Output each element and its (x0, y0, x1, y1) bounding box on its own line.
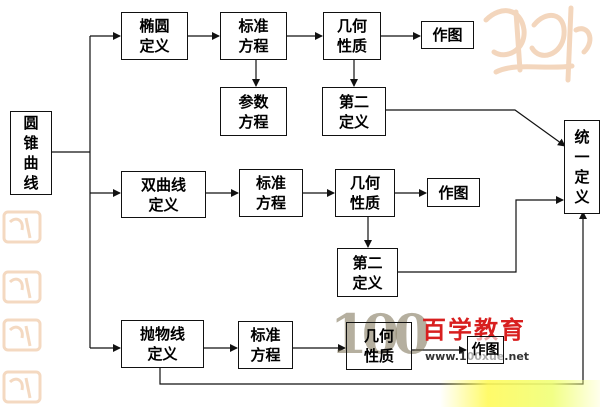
node-ellipse-parametric-equation: 参数 方程 (220, 87, 287, 136)
node-ellipse-geometric-properties: 几何 性质 (323, 12, 381, 60)
node-parabola-standard-equation: 标准 方程 (238, 321, 293, 369)
node-hyperbola-definition-label: 双曲线 定义 (140, 175, 186, 214)
node-ellipse-draw: 作图 (421, 21, 474, 49)
node-ellipse-standard-equation: 标准 方程 (220, 12, 287, 60)
node-ellipse-definition-label: 椭圆 定义 (139, 17, 170, 55)
node-hyperbola-second-definition: 第二 定义 (337, 248, 398, 297)
node-hyperbola-geometric-properties: 几何 性质 (335, 169, 395, 217)
node-hyperbola-second-definition-label: 第二 定义 (352, 253, 383, 292)
node-hyperbola-definition: 双曲线 定义 (121, 171, 206, 218)
node-conic-sections-label: 圆 锥 曲 线 (23, 114, 39, 192)
seal-watermark-1 (2, 210, 42, 244)
highlight-strip (440, 380, 600, 407)
node-hyperbola-standard-equation-label: 标准 方程 (255, 174, 286, 212)
node-hyperbola-draw-label: 作图 (438, 183, 469, 202)
node-unified-definition-label: 统 一 定 义 (574, 128, 590, 206)
node-parabola-geometric-properties-label: 几何 性质 (363, 327, 394, 365)
node-ellipse-standard-equation-label: 标准 方程 (238, 17, 269, 55)
seal-watermark-large (483, 5, 593, 83)
edge-ellipse-second-unified (386, 109, 566, 147)
node-conic-sections: 圆 锥 曲 线 (10, 111, 52, 195)
edge-hyper-second-unified (398, 196, 564, 273)
node-ellipse-parametric-equation-label: 参数 方程 (238, 92, 269, 131)
seal-watermark-3 (2, 318, 42, 352)
node-parabola-draw-label: 作图 (471, 342, 500, 358)
node-parabola-geometric-properties: 几何 性质 (346, 322, 412, 370)
node-parabola-definition-label: 抛物线 定义 (139, 325, 185, 363)
node-parabola-standard-equation-label: 标准 方程 (250, 326, 281, 364)
node-ellipse-draw-label: 作图 (432, 26, 463, 44)
node-hyperbola-geometric-properties-label: 几何 性质 (349, 174, 380, 212)
node-hyperbola-standard-equation: 标准 方程 (239, 169, 303, 217)
seal-watermark-4 (2, 370, 42, 404)
node-ellipse-second-definition: 第二 定义 (322, 87, 386, 136)
seal-watermark-2 (2, 270, 42, 304)
node-parabola-definition: 抛物线 定义 (121, 320, 204, 368)
node-parabola-draw: 作图 (467, 336, 504, 364)
node-ellipse-second-definition-label: 第二 定义 (338, 92, 369, 131)
node-ellipse-geometric-properties-label: 几何 性质 (336, 17, 367, 55)
node-unified-definition: 统 一 定 义 (564, 120, 600, 214)
node-ellipse-definition: 椭圆 定义 (121, 12, 188, 60)
edge-para-unified (159, 211, 587, 385)
node-hyperbola-draw: 作图 (427, 178, 480, 207)
